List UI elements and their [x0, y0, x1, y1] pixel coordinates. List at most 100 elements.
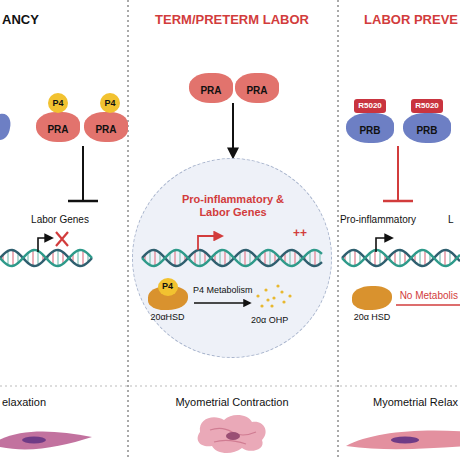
- transcription-arrow: [376, 238, 392, 252]
- hormone-circle: P4: [48, 93, 68, 113]
- node-label: R5020: [415, 101, 439, 110]
- base-pair: [224, 250, 226, 265]
- base-pair: [399, 250, 401, 266]
- base-pair: [419, 250, 421, 265]
- panel-heading: ANCY: [2, 12, 39, 27]
- product-dot: [266, 298, 269, 301]
- upregulation-mark: ++: [293, 227, 307, 241]
- gene-label: Pro-inflammatory: [340, 214, 416, 225]
- hormone-circle: P4: [100, 93, 120, 113]
- no-metabolism-line: [396, 304, 460, 305]
- base-pair: [449, 251, 451, 264]
- node-label: PRA: [246, 79, 267, 97]
- connector-arrow: [232, 103, 234, 157]
- node-label: PRB: [416, 119, 437, 137]
- product-dot: [272, 296, 275, 299]
- base-pair: [314, 250, 316, 266]
- base-pair: [52, 251, 54, 264]
- dna-helix: [342, 250, 460, 266]
- node-label: 20α HSD: [354, 312, 391, 322]
- base-pair: [37, 251, 39, 265]
- product-dot: [270, 304, 273, 307]
- node-label: R5020: [358, 101, 382, 110]
- base-pair: [424, 250, 426, 265]
- base-pair: [174, 250, 176, 266]
- base-pair: [244, 250, 246, 266]
- product-dot: [288, 294, 291, 297]
- receptor-blob: PRA: [36, 112, 80, 142]
- gene-label: Pro-inflammatory & Labor Genes: [175, 193, 291, 218]
- base-pair: [309, 251, 311, 264]
- dna-strand: [342, 250, 460, 266]
- product-label: 20α OHP: [251, 315, 288, 325]
- product-dot: [264, 288, 267, 291]
- dna-strand: [0, 250, 92, 266]
- node-label: PRA: [95, 118, 116, 136]
- contracted-cell: [198, 415, 266, 453]
- base-pair: [394, 251, 396, 264]
- base-pair: [269, 250, 271, 266]
- base-pair: [264, 251, 266, 265]
- base-pair: [444, 250, 446, 266]
- dna-strand: [342, 250, 460, 266]
- enzyme-blob: 20α HSD: [352, 286, 392, 310]
- product-dots: [256, 284, 291, 307]
- cell-nucleus: [226, 432, 240, 440]
- base-pair: [249, 251, 251, 264]
- base-pair: [154, 250, 156, 266]
- base-pair: [12, 250, 14, 266]
- panel-heading: LABOR PREVE: [364, 12, 458, 27]
- outcome-label: elaxation: [2, 396, 46, 408]
- base-pair: [354, 250, 356, 266]
- ligand-box: R5020: [411, 99, 443, 113]
- receptor-blob: PRA: [189, 73, 233, 103]
- base-pair: [374, 250, 376, 266]
- base-pair: [149, 251, 151, 265]
- dna-strand: [142, 250, 322, 266]
- node-label: P4: [104, 98, 115, 108]
- base-pair: [194, 251, 196, 264]
- relaxed-cell: [346, 431, 460, 450]
- product-dot: [282, 300, 285, 303]
- base-pair: [57, 250, 59, 266]
- base-pair: [82, 250, 84, 265]
- node-label: P4: [52, 98, 63, 108]
- red-x: [56, 232, 68, 246]
- relaxed-cell: [0, 432, 92, 450]
- base-pair: [289, 250, 291, 266]
- base-pair: [179, 251, 181, 265]
- base-pair: [219, 250, 221, 265]
- hormone-circle: P4: [158, 278, 178, 296]
- base-pair: [199, 250, 201, 266]
- base-pair: [349, 251, 351, 265]
- nucleus-circle: P4 20αHSD Pro-inflammatory & Labor Genes++…: [132, 158, 332, 358]
- metabolism-arrow: [194, 302, 250, 303]
- node-label: 20αHSD: [150, 312, 184, 322]
- receptor-blob: PRA: [84, 112, 128, 142]
- panel-divider: [338, 0, 339, 460]
- process-label: P4 Metabolism: [193, 285, 253, 295]
- inhibition-line: [82, 146, 84, 200]
- inhibition-bar: [68, 200, 98, 203]
- node-label: PRA: [200, 79, 221, 97]
- receptor-blob: PRA: [235, 73, 279, 103]
- base-pair: [32, 250, 34, 266]
- inhibition-line: [397, 146, 399, 200]
- cell-nucleus: [391, 437, 419, 444]
- product-dot: [280, 290, 283, 293]
- ligand-box: R5020: [354, 99, 386, 113]
- product-dot: [260, 304, 263, 307]
- contracted-cell-folds: [210, 428, 256, 444]
- receptor-blob: PRB: [403, 113, 451, 143]
- base-pair: [77, 250, 79, 265]
- inhibition-bar: [383, 200, 413, 203]
- base-pair: [294, 251, 296, 265]
- dna-helix: [0, 250, 92, 266]
- dna-strand: [142, 250, 322, 266]
- dna-helix: [142, 250, 322, 266]
- transcription-arrow: [198, 236, 222, 250]
- node-label: P4: [162, 281, 173, 291]
